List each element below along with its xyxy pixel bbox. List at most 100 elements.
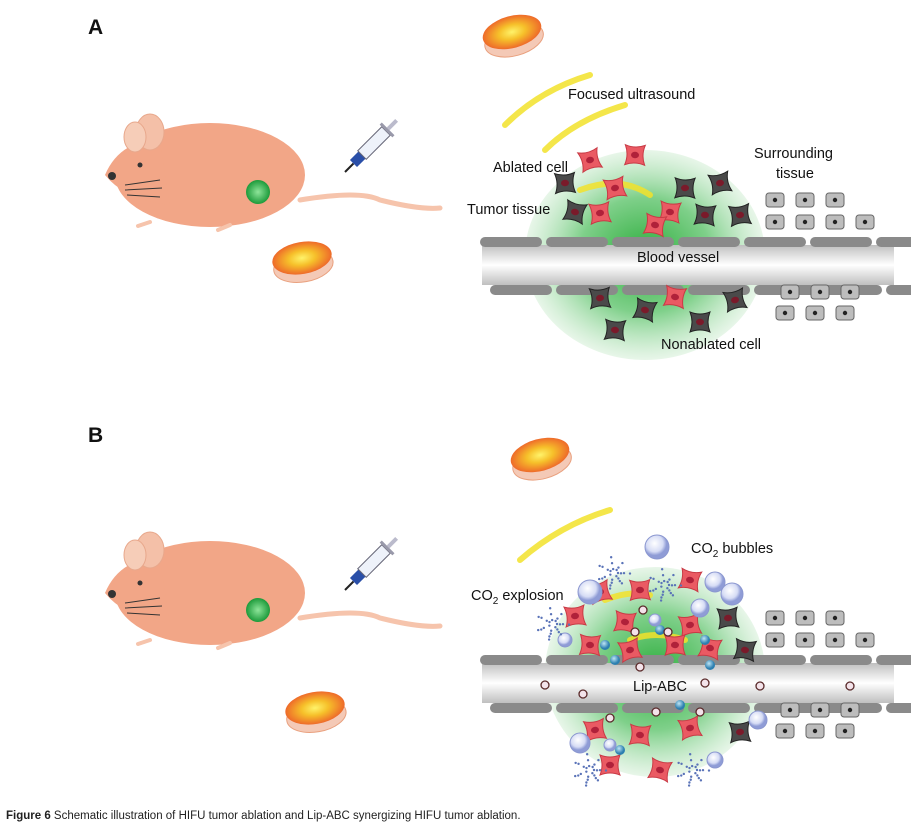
burst-particle (586, 778, 589, 781)
nonablated-cell (553, 171, 577, 195)
cell-nucleus (651, 221, 659, 229)
burst-particle (559, 633, 563, 636)
burst-particle (577, 762, 580, 766)
burst-particle (659, 599, 663, 602)
burst-particle (657, 580, 660, 583)
burst-particle (652, 577, 655, 581)
burst-particle (669, 591, 673, 595)
nonablated-cell (631, 296, 659, 324)
panel-a (105, 14, 911, 360)
cell-nucleus (686, 621, 694, 629)
burst-particle (593, 763, 596, 766)
burst-particle (601, 577, 604, 580)
cell-nucleus (706, 644, 714, 652)
ablated-cell (578, 633, 602, 657)
burst-particle (690, 764, 694, 768)
surrounding-cell-nucleus (802, 197, 808, 203)
nonablated-cell (588, 286, 612, 310)
lip-abc-liposome (700, 678, 710, 688)
nonablated-cell (727, 202, 753, 228)
co2-explosion-burst (649, 568, 683, 602)
cell-nucleus (596, 294, 604, 302)
surrounding-cell-nucleus (772, 637, 778, 643)
burst-particle (604, 769, 608, 772)
cell-nucleus (571, 612, 579, 620)
surrounding-cell-nucleus (832, 219, 838, 225)
burst-particle (586, 758, 590, 762)
burst-particle (688, 766, 691, 770)
cell-nucleus (586, 641, 594, 649)
burst-particle (668, 578, 671, 581)
ultrasound-transducer (510, 437, 572, 481)
burst-particle (585, 770, 588, 773)
burst-particle (672, 573, 675, 577)
ultrasound-transducer (482, 14, 544, 58)
burst-particle (547, 638, 551, 641)
cell-nucleus (631, 151, 639, 159)
vessel-wall-cell (546, 237, 608, 247)
transducer-face (510, 437, 570, 473)
burst-particle (621, 561, 624, 565)
co2-bubble (720, 582, 744, 606)
burst-particle (542, 626, 546, 630)
mouse-feet (136, 220, 232, 232)
ultrasound-transducer (272, 241, 334, 283)
burst-particle (654, 587, 658, 591)
vessel-wall-cell (678, 655, 740, 665)
burst-particle (597, 758, 600, 762)
nonablated-cell (673, 176, 697, 200)
vessel-wall-cell (876, 237, 911, 247)
burst-particle (707, 769, 711, 772)
cell-nucleus (656, 766, 664, 774)
mouse (105, 113, 443, 232)
burst-particle (608, 587, 612, 590)
vessel-wall-cell (886, 285, 911, 295)
burst-particle (668, 589, 671, 592)
caption-figure-number: Figure 6 (6, 810, 51, 822)
nonablated-cell (561, 198, 589, 226)
label-co2-explosion-co: CO (471, 588, 493, 604)
ablated-cell (677, 612, 703, 638)
mouse-ear (123, 539, 147, 571)
burst-particle (689, 778, 692, 781)
burst-particle (558, 623, 562, 626)
burst-particle (591, 772, 594, 775)
burst-particle (537, 615, 540, 619)
vessel-wall-cell (490, 285, 552, 295)
lip-abc-particle-loaded (615, 745, 625, 755)
label-surrounding-tissue-line2: tissue (776, 166, 814, 182)
burst-particle (687, 784, 691, 787)
burst-particle (615, 568, 618, 572)
co2-explosion-burst (537, 607, 571, 641)
burst-particle (610, 561, 614, 565)
ablated-cell (628, 578, 652, 602)
burst-particle (594, 776, 598, 780)
vessel-wall-cell (744, 655, 806, 665)
burst-particle (617, 566, 620, 569)
burst-particle (610, 578, 614, 581)
burst-particle (548, 620, 551, 624)
surrounding-cell-nucleus (812, 310, 818, 316)
burst-particle (673, 583, 677, 587)
cell-nucleus (724, 614, 732, 622)
burst-particle (593, 774, 596, 777)
surrounding-cell-nucleus (802, 637, 808, 643)
tumor-dot (246, 598, 270, 622)
burst-particle (537, 628, 540, 632)
burst-particle (698, 769, 702, 772)
burst-particle (696, 763, 699, 766)
syringe-flange (379, 122, 395, 138)
surrounding-cell-nucleus (832, 637, 838, 643)
burst-particle (679, 584, 683, 587)
vessel-wall-cell (810, 655, 872, 665)
lip-abc-particle-loaded (700, 635, 710, 645)
vessel-wall-cell (886, 703, 911, 713)
burst-particle (601, 565, 604, 569)
burst-particle (660, 581, 663, 585)
burst-particle (548, 624, 551, 627)
cell-nucleus (671, 293, 679, 301)
vessel-wall-cell (622, 703, 684, 713)
lip-abc-liposome (651, 707, 661, 717)
